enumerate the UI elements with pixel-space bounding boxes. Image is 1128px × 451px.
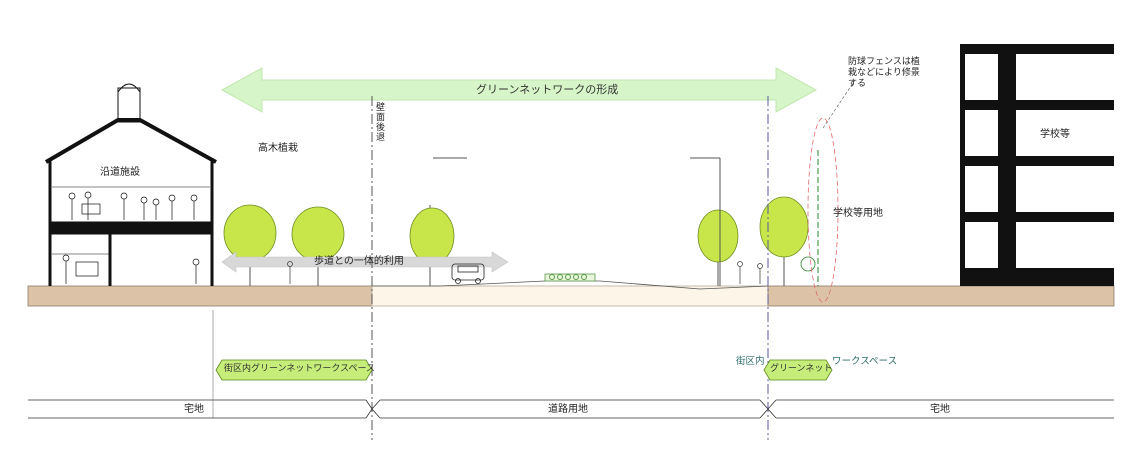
tree xyxy=(291,206,345,286)
ground-left xyxy=(27,285,373,307)
school-label: 学校等 xyxy=(1040,129,1070,140)
roadside-facility-label: 沿道施設 xyxy=(100,167,140,178)
block-space-tag-right xyxy=(763,359,833,381)
school-building xyxy=(960,44,1114,286)
zone-bar xyxy=(28,399,1114,419)
tree xyxy=(409,205,455,286)
ground-right xyxy=(767,285,1115,307)
fence-note-line2: 栽などにより修景 xyxy=(848,68,920,78)
zone-right-label: 宅地 xyxy=(930,404,950,415)
tree xyxy=(759,196,809,286)
zone-left-label: 宅地 xyxy=(184,404,204,415)
fence-note-line1: 防球フェンスは植 xyxy=(848,57,920,67)
roadside-building xyxy=(44,83,217,286)
pedestrians xyxy=(287,261,763,284)
street-lamp xyxy=(433,157,721,286)
ball-fence xyxy=(800,79,856,303)
zone-middle-label: 道路用地 xyxy=(548,404,588,415)
sidewalk-use-label: 歩道との一体的利用 xyxy=(314,256,404,267)
block-space-right-suffix: ワークスペース xyxy=(832,356,898,367)
block-space-label-left: 街区内グリーンネットワークスペース xyxy=(224,364,376,374)
setback-label: 壁面後退 xyxy=(374,102,384,142)
block-space-right-prefix: 街区内 xyxy=(736,356,765,367)
tree xyxy=(223,204,277,286)
tree xyxy=(697,209,739,286)
median-planting xyxy=(544,273,596,282)
sidewalk-use-arrow xyxy=(221,251,509,273)
green-network-label: グリーンネットワークの形成 xyxy=(476,83,619,96)
block-space-right-tag: グリーンネット xyxy=(770,364,833,374)
school-site-label: 学校等用地 xyxy=(833,208,883,219)
block-space-tag-left xyxy=(215,359,373,381)
car xyxy=(451,263,485,284)
green-network-arrow xyxy=(220,67,818,113)
tall-trees-label: 高木植栽 xyxy=(258,143,298,154)
fence-note-line3: する xyxy=(848,79,867,89)
